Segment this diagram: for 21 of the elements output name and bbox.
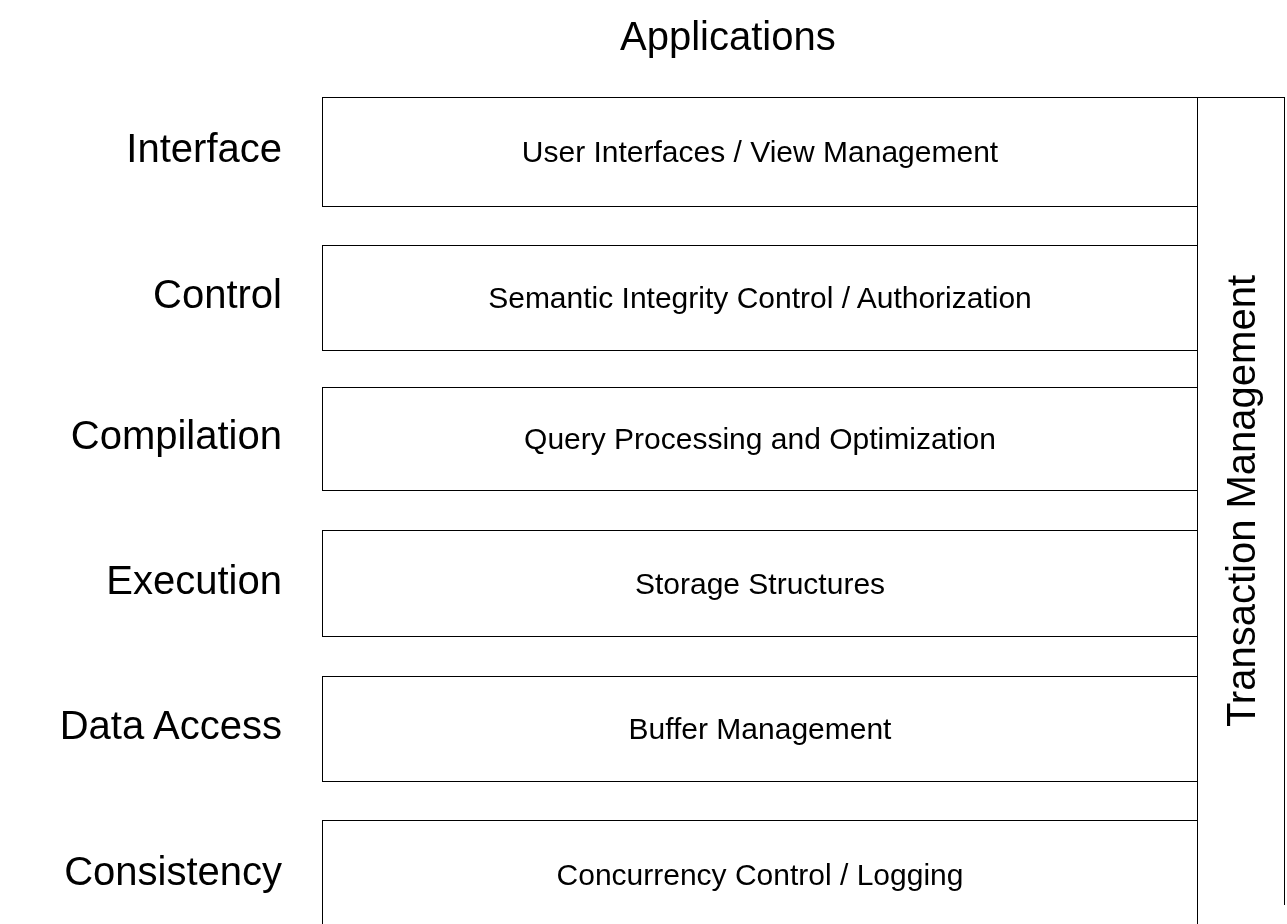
layer-text: Semantic Integrity Control / Authorization (488, 281, 1032, 315)
layer-text: Storage Structures (634, 566, 886, 601)
side-band (1197, 97, 1285, 905)
layer-text: Buffer Management (628, 712, 892, 746)
layer-box (322, 97, 1198, 207)
layer-text: User Interfaces / View Management (521, 135, 999, 169)
layer-box (322, 530, 1198, 637)
layer-box (322, 820, 1198, 924)
layer-name: Compilation (70, 413, 282, 458)
layer-name: Control (153, 272, 282, 317)
layer-heading: Applications (620, 14, 836, 59)
layer-text: Concurrency Control / Logging (556, 858, 964, 892)
layer-box (322, 676, 1198, 782)
layer-name: Execution (106, 557, 282, 603)
layer-name: Consistency (64, 849, 282, 894)
layer-box (322, 245, 1198, 351)
layer-name: Interface (126, 126, 282, 171)
layer-text: Transaction Management (1218, 275, 1264, 728)
layer-text: Query Processing and Optimization (524, 422, 996, 456)
layer-box (322, 387, 1198, 491)
layer-name: Data Access (59, 703, 282, 748)
